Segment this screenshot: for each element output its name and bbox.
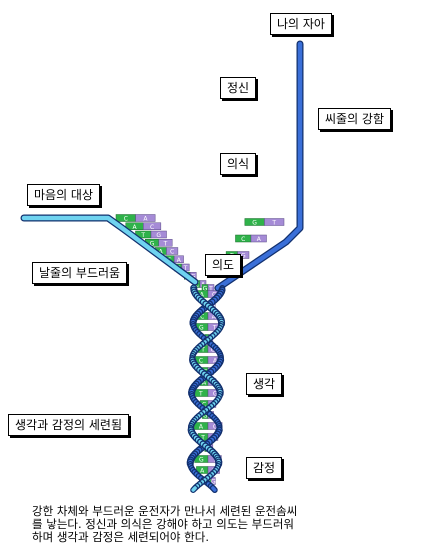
base-letter: G (213, 391, 218, 398)
label-refinement: 생각과 감정의 세련됨 (8, 414, 129, 436)
base-letter: A (202, 380, 207, 387)
label-my-self: 나의 자아 (270, 13, 332, 35)
label-spirit: 정신 (220, 77, 257, 99)
base-letter: C (199, 358, 203, 365)
base-purple (150, 230, 167, 239)
base-letter: T (212, 457, 217, 464)
base-letter: A (213, 358, 218, 365)
label-consciousness: 의식 (220, 153, 257, 175)
label-intention: 의도 (205, 254, 242, 276)
weft-strand-arm (21, 215, 198, 285)
base-letter: T (271, 220, 276, 227)
base-letter: C (170, 249, 174, 256)
base-letter: G (156, 232, 161, 239)
base-letter: C (124, 216, 128, 223)
base-letter: T (200, 435, 205, 442)
base-letter: G (199, 457, 204, 464)
base-letter: G (150, 240, 155, 247)
label-weft-softness: 날줄의 부드러움 (32, 262, 128, 284)
base-purple (135, 214, 156, 222)
base-letter: T (163, 240, 168, 247)
warp-helix-strand (211, 486, 217, 492)
base-letter: A (257, 236, 262, 243)
base-letter: A (200, 292, 205, 299)
base-purple (143, 222, 162, 230)
base-letter: T (200, 347, 205, 354)
base-letter: G (211, 347, 216, 354)
base-letter: C (212, 292, 216, 299)
base-purple (166, 247, 179, 255)
base-letter: A (200, 468, 205, 475)
base-purple (250, 234, 267, 243)
base-letter: A (159, 249, 164, 256)
base-letter: A (199, 424, 204, 431)
base-letter: C (150, 224, 154, 231)
base-letter: A (212, 314, 217, 321)
base-purple (158, 239, 173, 247)
base-letter: G (203, 413, 208, 420)
label-object-of-mind: 마음의 대상 (27, 184, 101, 206)
base-letter: C (195, 282, 199, 289)
base-letter: C (200, 314, 204, 321)
base-letter: G (211, 479, 216, 486)
base-letter: T (198, 391, 203, 398)
label-thought: 생각 (246, 373, 283, 395)
base-letter: A (177, 257, 182, 264)
base-purple (173, 255, 184, 263)
base-letter: G (199, 325, 204, 332)
base-letter: T (208, 286, 213, 293)
base-letter: T (140, 232, 145, 239)
base-letter: A (132, 224, 137, 231)
caption-text: 강한 차체와 부드러운 운전자가 만나서 세련된 운전솜씨 를 낳는다. 정신과… (32, 504, 298, 544)
base-letter: T (212, 325, 217, 332)
warp-strand-arm (215, 41, 303, 291)
base-letter: C (213, 424, 217, 431)
base-letter: T (183, 265, 188, 272)
base-letter: G (241, 253, 246, 260)
base-letter: C (241, 236, 245, 243)
base-letter: G (252, 220, 257, 227)
base-letter: A (143, 216, 148, 223)
base-letter: G (203, 286, 208, 293)
base-letter: C (202, 402, 206, 409)
label-emotion: 감정 (246, 457, 283, 479)
base-purple (264, 218, 285, 226)
weft-helix-strand (191, 486, 197, 492)
label-warp-strength: 씨줄의 강함 (318, 108, 392, 130)
